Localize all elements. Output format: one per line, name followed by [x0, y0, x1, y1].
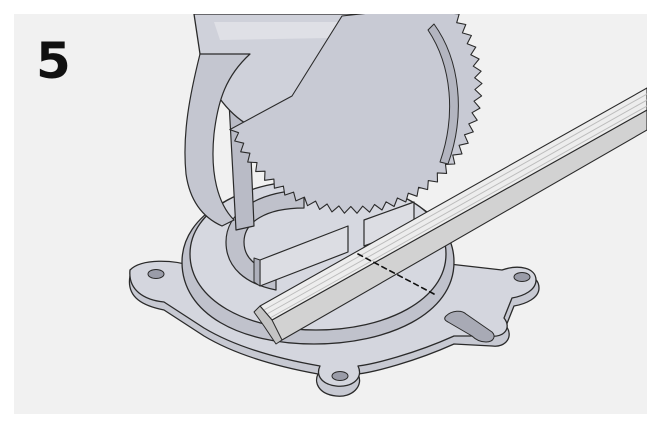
- blade-guard-edge: [427, 23, 459, 165]
- blade-disc: [229, 14, 483, 214]
- miter-saw-illustration: [128, 14, 647, 397]
- profile-groove-3: [269, 105, 647, 319]
- mount-hole-left: [147, 269, 165, 279]
- instruction-panel: 5: [14, 14, 647, 414]
- aluminum-profile: [253, 87, 647, 345]
- mount-hole-right: [513, 272, 531, 282]
- base-slot: [444, 310, 495, 343]
- fence-left-edge: [253, 257, 261, 287]
- profile-end: [253, 305, 283, 345]
- profile-groove-1: [263, 93, 647, 311]
- mount-hole-bottom: [331, 371, 349, 381]
- cut-line: [357, 253, 435, 295]
- saw-blade: [229, 14, 483, 214]
- step-number: 5: [36, 32, 71, 90]
- arm-lower-left: [184, 53, 251, 227]
- profile-groove-2: [266, 99, 647, 315]
